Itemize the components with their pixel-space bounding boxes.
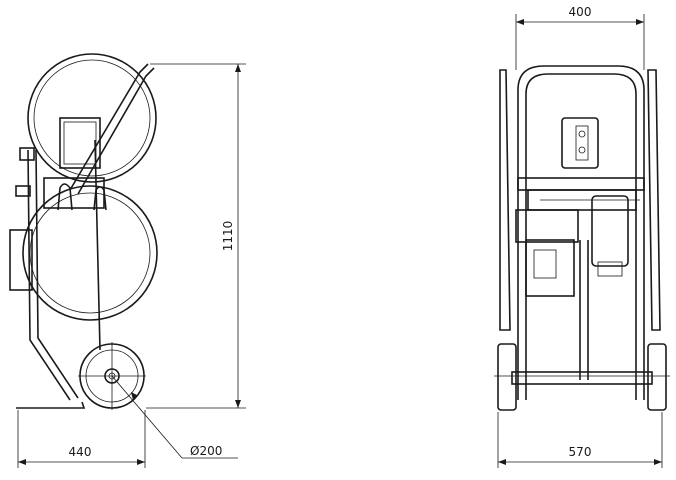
side-view [9,53,158,410]
height-label: 1110 [221,221,235,252]
top-width-label: 400 [569,5,592,19]
depth-dimension [17,410,146,468]
depth-label: 440 [69,445,92,459]
front-view [494,65,670,411]
base-width-dimension [497,412,663,468]
top-width-dimension [515,14,645,70]
base-width-label: 570 [569,445,592,459]
height-dimension [146,63,246,409]
wheel-diameter-leader [111,375,238,459]
wheel-diameter-label: Ø200 [190,444,222,458]
